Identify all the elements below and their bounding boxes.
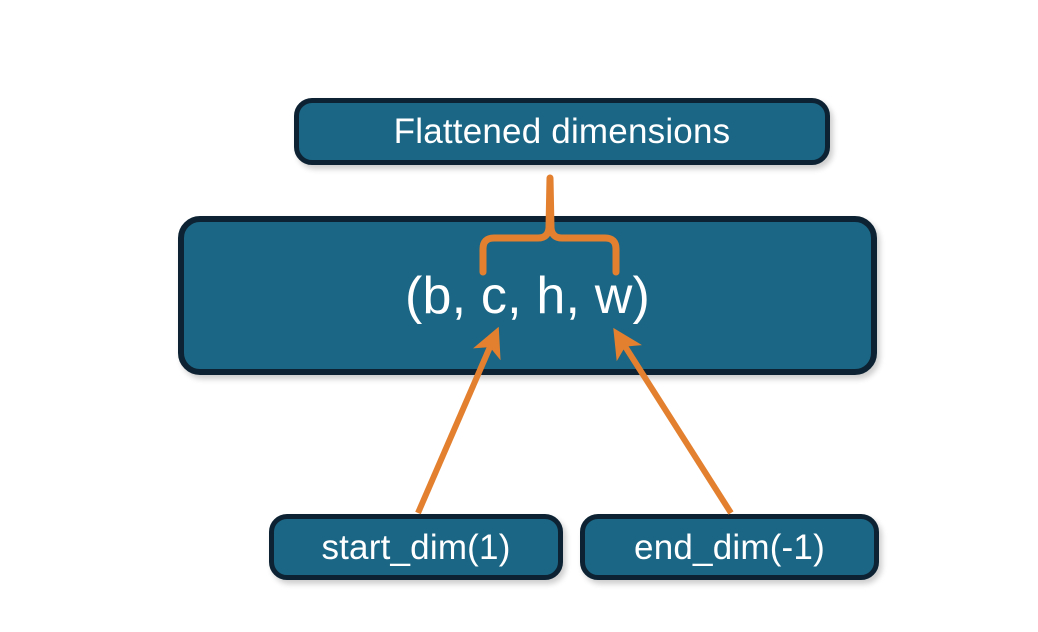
node-flattened-dimensions[interactable]: Flattened dimensions [294, 98, 830, 165]
node-dimensions-tuple[interactable]: (b, c, h, w) [178, 216, 877, 375]
node-end-dim-label: end_dim(-1) [634, 527, 825, 567]
node-start-dim-label: start_dim(1) [321, 527, 511, 567]
node-flattened-dimensions-label: Flattened dimensions [393, 112, 731, 151]
node-start-dim[interactable]: start_dim(1) [269, 514, 563, 580]
node-end-dim[interactable]: end_dim(-1) [580, 514, 879, 580]
node-dimensions-tuple-label: (b, c, h, w) [404, 266, 651, 325]
